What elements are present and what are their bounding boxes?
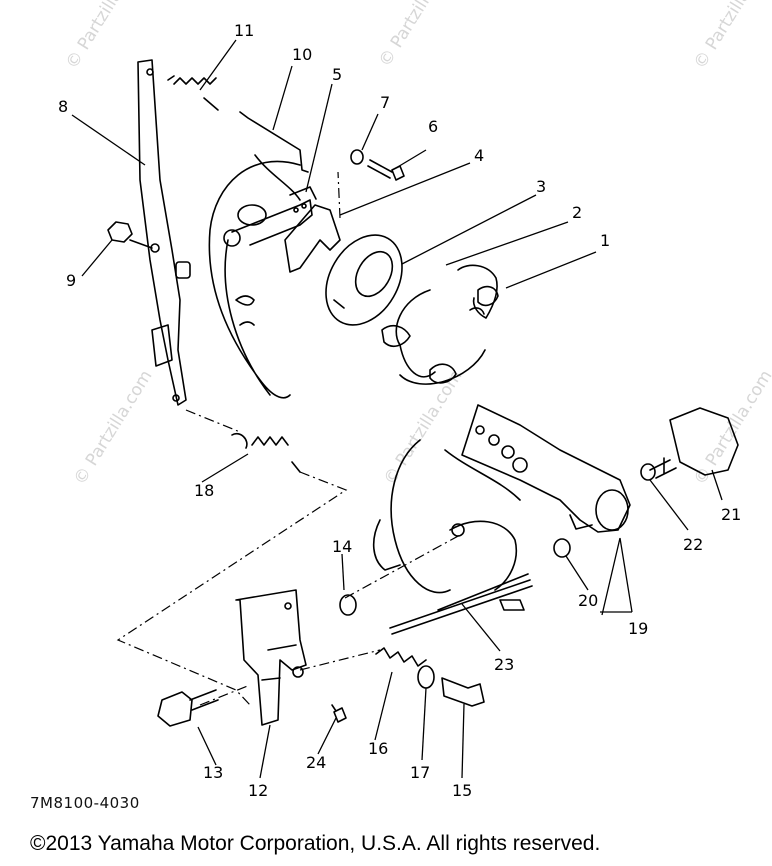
callout-7: 7 <box>380 93 390 112</box>
throttle-lever-19 <box>461 404 631 533</box>
spring-16 <box>375 647 427 667</box>
spring-18 <box>231 432 301 473</box>
harness-2 <box>395 289 436 378</box>
callout-24: 24 <box>306 753 326 772</box>
bolt-13 <box>157 691 193 727</box>
callout-9: 9 <box>66 271 76 290</box>
nut-9 <box>107 221 133 243</box>
rod-10 <box>239 111 309 173</box>
bracket-12 <box>235 589 307 726</box>
callout-22: 22 <box>683 535 703 554</box>
callout-4: 4 <box>474 146 484 165</box>
copyright-notice: ©2013 Yamaha Motor Corporation, U.S.A. A… <box>30 832 601 855</box>
callout-20: 20 <box>578 591 598 610</box>
bolt-15 <box>441 677 485 707</box>
callout-1: 1 <box>600 231 610 250</box>
callout-2: 2 <box>572 203 582 222</box>
callout-17: 17 <box>410 763 430 782</box>
callout-13: 13 <box>203 763 223 782</box>
callout-18: 18 <box>194 481 214 500</box>
harness-1 <box>457 264 498 319</box>
screw-6 <box>367 159 405 181</box>
callout-23: 23 <box>494 655 514 674</box>
callout-21: 21 <box>721 505 741 524</box>
callout-15: 15 <box>452 781 472 800</box>
callout-3: 3 <box>536 177 546 196</box>
callout-6: 6 <box>428 117 438 136</box>
link-5 <box>231 199 313 246</box>
washer-20 <box>553 538 571 558</box>
ring-3 <box>325 234 403 326</box>
callout-11: 11 <box>234 21 254 40</box>
washer-14 <box>339 594 357 616</box>
callout-10: 10 <box>292 45 312 64</box>
rod-23 <box>389 573 533 635</box>
spring-11 <box>167 75 219 111</box>
arm-4 <box>284 204 341 273</box>
callout-16: 16 <box>368 739 388 758</box>
washer-7 <box>350 149 364 165</box>
callout-14: 14 <box>332 537 352 556</box>
callout-8: 8 <box>58 97 68 116</box>
engine-housing-lower <box>390 439 521 594</box>
washer-17 <box>417 665 435 689</box>
diagram-code: 7M8100-4030 <box>30 794 140 812</box>
screw-24 <box>331 704 347 723</box>
callout-19: 19 <box>628 619 648 638</box>
callout-12: 12 <box>248 781 268 800</box>
spacer-22 <box>640 463 656 481</box>
knob-21 <box>669 407 739 476</box>
engine-housing-upper <box>208 154 301 399</box>
lever-bracket-8 <box>137 59 187 406</box>
callout-5: 5 <box>332 65 342 84</box>
